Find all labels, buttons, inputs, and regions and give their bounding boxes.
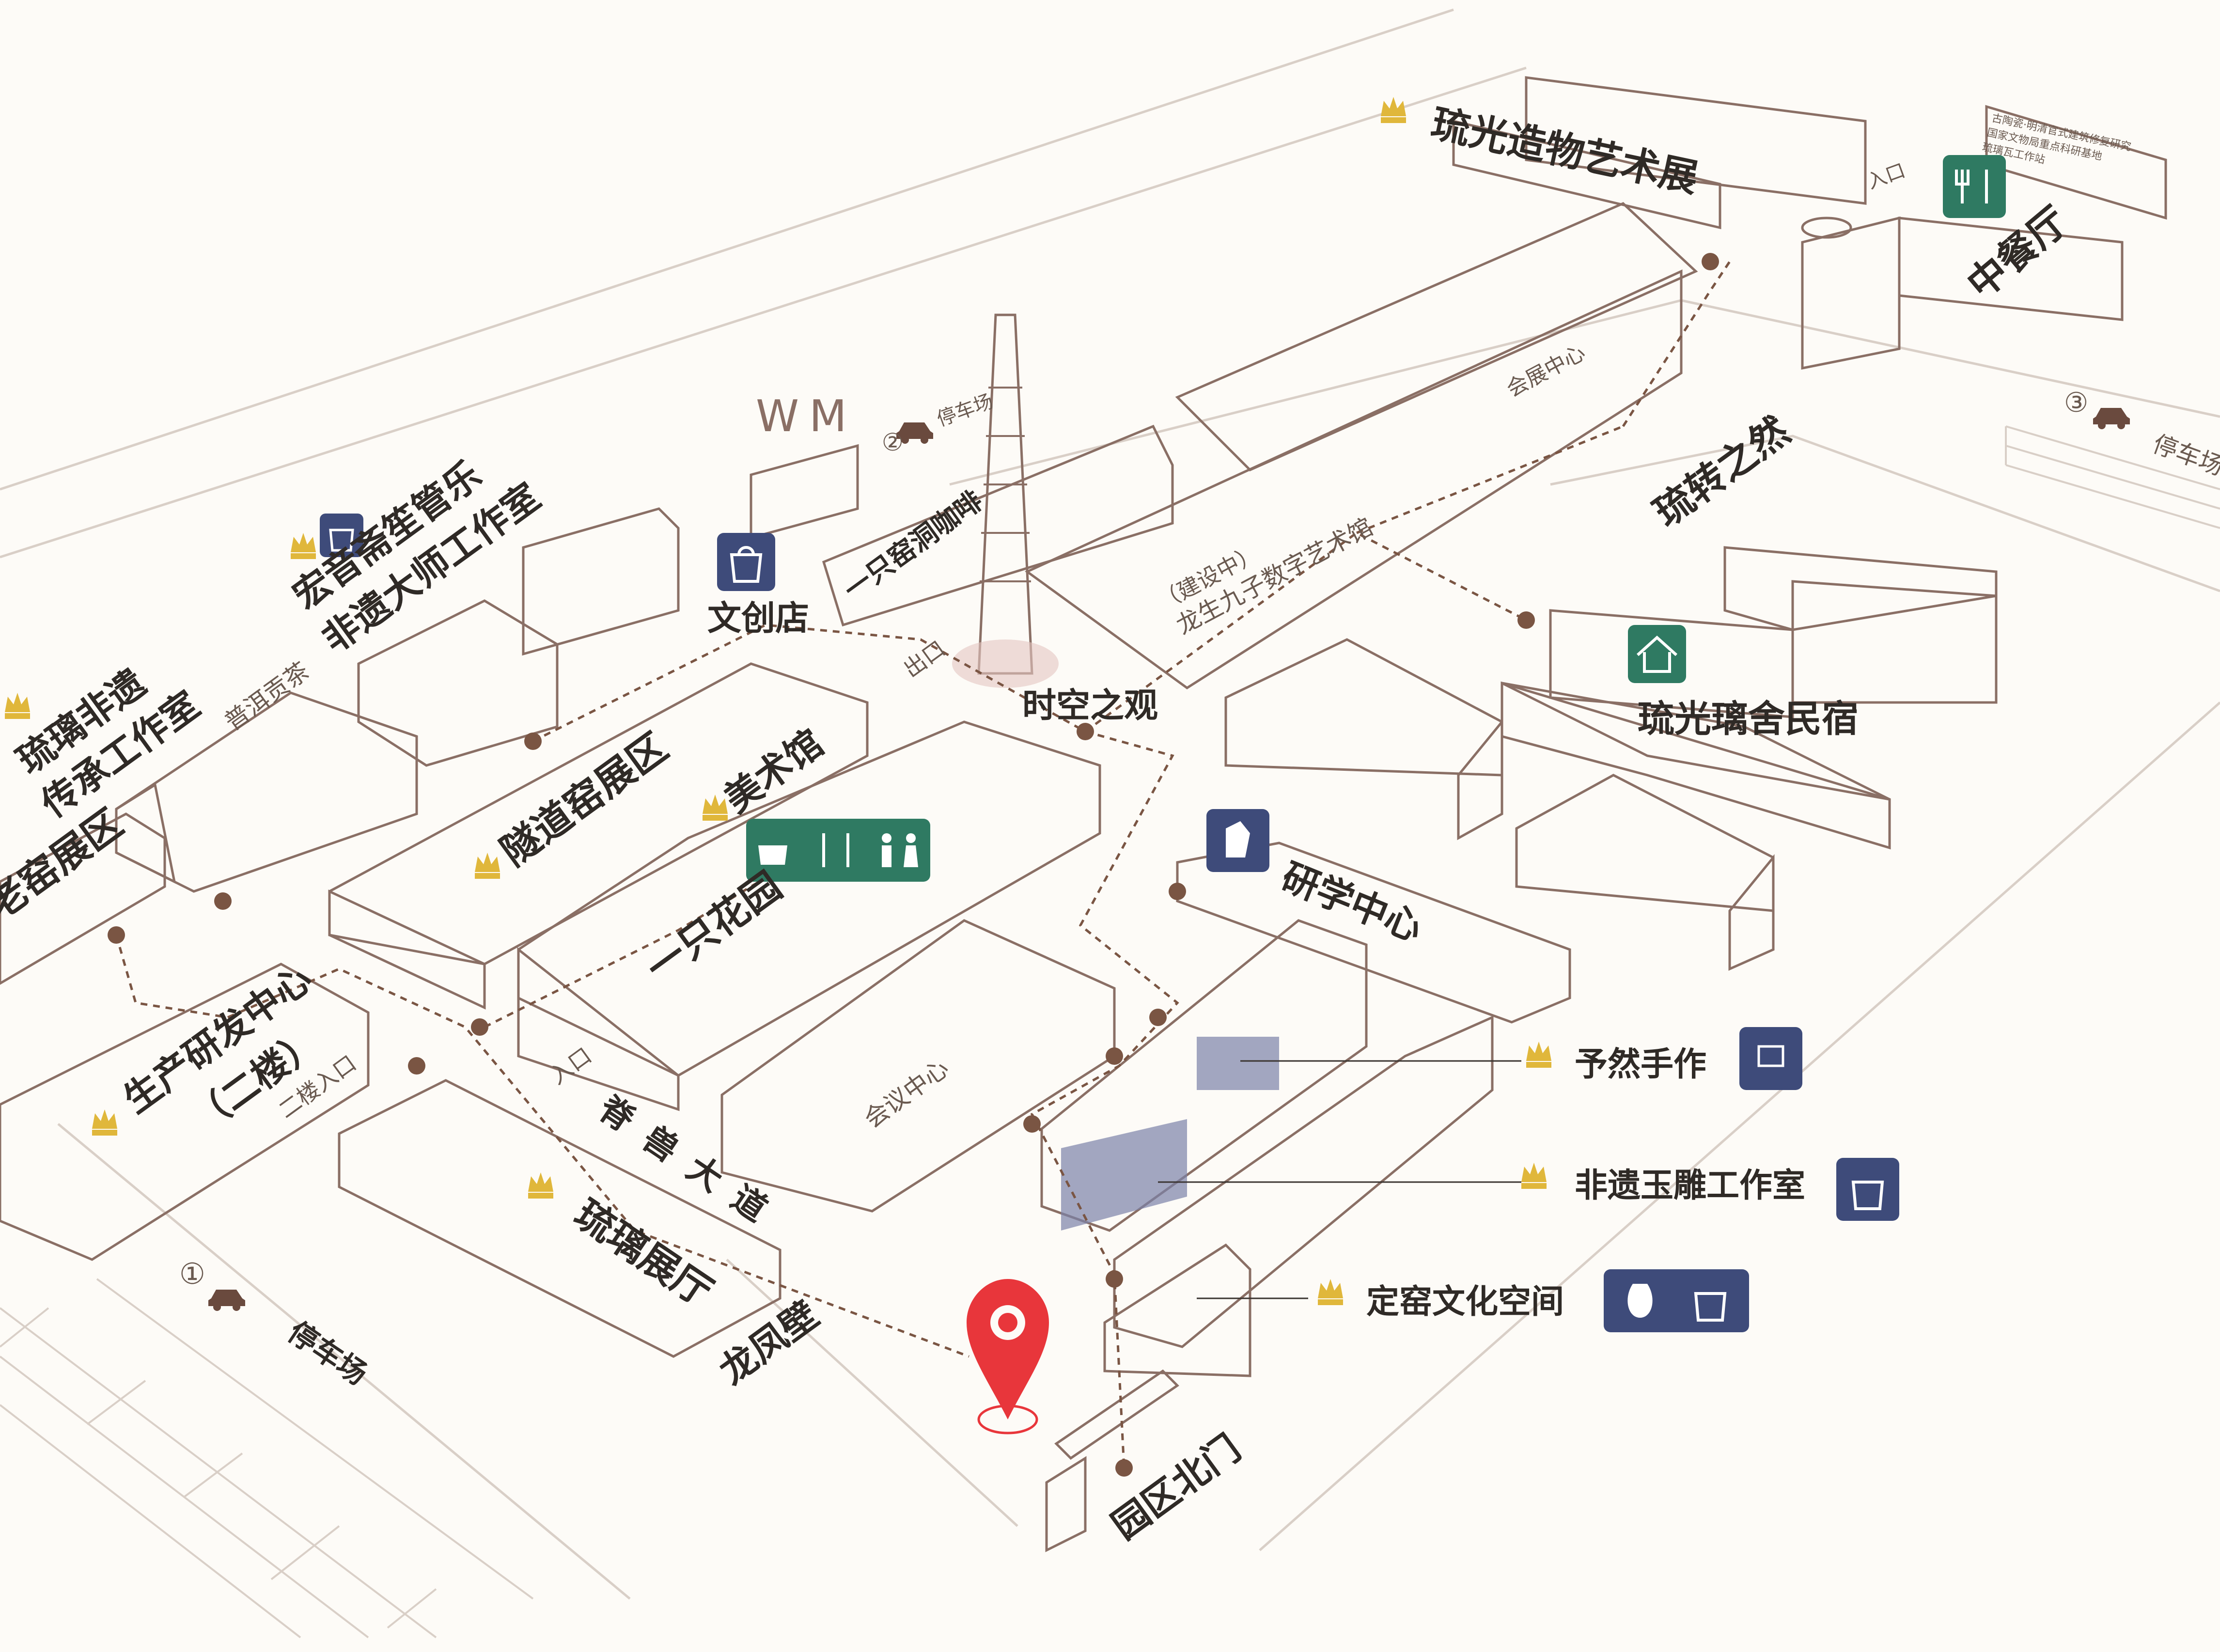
chimney — [952, 313, 1059, 688]
expo-center-label: 会展中心 — [1502, 340, 1589, 402]
svg-text:M: M — [809, 391, 847, 442]
crown-icon — [475, 853, 500, 879]
parking-lot-1 — [0, 1278, 534, 1638]
parking-number-3: ③ — [2064, 387, 2088, 419]
dragon-phoenix-wall-label: 龙凤壁 — [711, 1293, 826, 1393]
restroom-sign[interactable]: W M — [756, 391, 847, 442]
north-gate — [1045, 1369, 1179, 1553]
shopping-bag-icon[interactable] — [1836, 1158, 1899, 1221]
shopping-bag-icon[interactable] — [320, 514, 363, 557]
crown-icon — [1526, 1042, 1551, 1068]
parking-label-3: 停车场 — [2149, 430, 2220, 481]
vase-hands-icon[interactable] — [1604, 1269, 1749, 1332]
liuguang-gallery-building[interactable] — [1025, 76, 1867, 690]
parking-label-2: 停车场 — [934, 390, 996, 431]
conference-center-label: 会议中心 — [859, 1054, 954, 1133]
glass-hall-label: 琉璃展厅 — [566, 1191, 720, 1315]
entrance-label: 入口 — [545, 1042, 596, 1090]
crown-icon — [291, 533, 316, 559]
workshop-row[interactable] — [115, 691, 418, 893]
crown-icon — [703, 795, 728, 821]
svg-text:W: W — [756, 391, 799, 442]
leader-lines — [1158, 1060, 1521, 1299]
north-gate-label: 园区北门 — [1104, 1426, 1248, 1548]
fork-knife-icon[interactable] — [1943, 155, 2006, 218]
fork-knife-icon — [822, 833, 849, 867]
shopping-bag-icon[interactable] — [717, 533, 775, 591]
tunnel-kiln-label: 隧道窑展区 — [492, 724, 676, 874]
dingyao-culture-label: 定窑文化空间 — [1366, 1282, 1564, 1321]
parking-number-1: ① — [179, 1257, 205, 1291]
route-dots — [108, 253, 1719, 1477]
study-center-building[interactable] — [1176, 842, 1571, 1024]
walking-route — [115, 261, 1731, 1468]
location-pin-icon[interactable] — [967, 1279, 1049, 1434]
exit-label: 出口 — [899, 635, 950, 683]
old-kiln-building[interactable] — [0, 812, 166, 985]
pink-dorm-2[interactable] — [1515, 774, 1775, 971]
crown-icon — [1521, 1163, 1547, 1189]
yuran-craft-label: 予然手作 — [1575, 1045, 1706, 1084]
car-icon — [2093, 408, 2130, 429]
crown-icon — [5, 693, 30, 719]
hands-gift-icon[interactable] — [1739, 1027, 1802, 1090]
jade-carving-label: 非遗玉雕工作室 — [1575, 1166, 1805, 1205]
amenity-icons[interactable] — [746, 819, 930, 882]
liuguang-gallery-label: 琉光造物艺术展 — [1427, 100, 1702, 201]
parking-label-1: 停车场 — [282, 1315, 373, 1392]
restaurant-entrance-label: 入口 — [1864, 159, 1908, 194]
crown-icon — [1381, 97, 1406, 123]
car-icon — [208, 1290, 245, 1311]
restroom-icon — [882, 833, 918, 867]
pink-dorm-1[interactable] — [1224, 638, 1503, 841]
glass-exhibition-hall[interactable] — [338, 1079, 782, 1358]
art-museum-building[interactable] — [517, 720, 1101, 1111]
gift-shop-label: 文创店 — [707, 598, 809, 638]
crown-icon — [1318, 1279, 1343, 1305]
restroom-building[interactable] — [750, 444, 859, 540]
coffee-icon — [758, 845, 787, 865]
parking-number-2: ② — [882, 428, 904, 456]
restaurant-building[interactable] — [1801, 105, 2167, 370]
conference-center-building[interactable] — [720, 919, 1116, 1213]
roads — [0, 8, 2220, 1600]
craft-buildings[interactable] — [1040, 919, 1494, 1377]
tunnel-kiln-building[interactable] — [328, 662, 869, 1010]
horse-hands-icon[interactable] — [1206, 809, 1269, 872]
flower-garden-label: 一只花园 — [638, 863, 790, 991]
hongyin-workshop-building[interactable] — [357, 507, 680, 767]
liuzhuan-zhiran-label: 琉转之然 — [1645, 407, 1798, 535]
time-space-label: 时空之观 — [1022, 685, 1158, 725]
home-icon[interactable] — [1628, 625, 1686, 683]
production-rd-building[interactable] — [0, 963, 370, 1261]
crown-icon — [92, 1109, 117, 1136]
parking-lot-2 — [2005, 425, 2220, 529]
crown-icon — [528, 1172, 553, 1199]
minsu-label: 琉光璃舍民宿 — [1638, 697, 1859, 740]
cave-coffee-building[interactable] — [822, 424, 1174, 627]
